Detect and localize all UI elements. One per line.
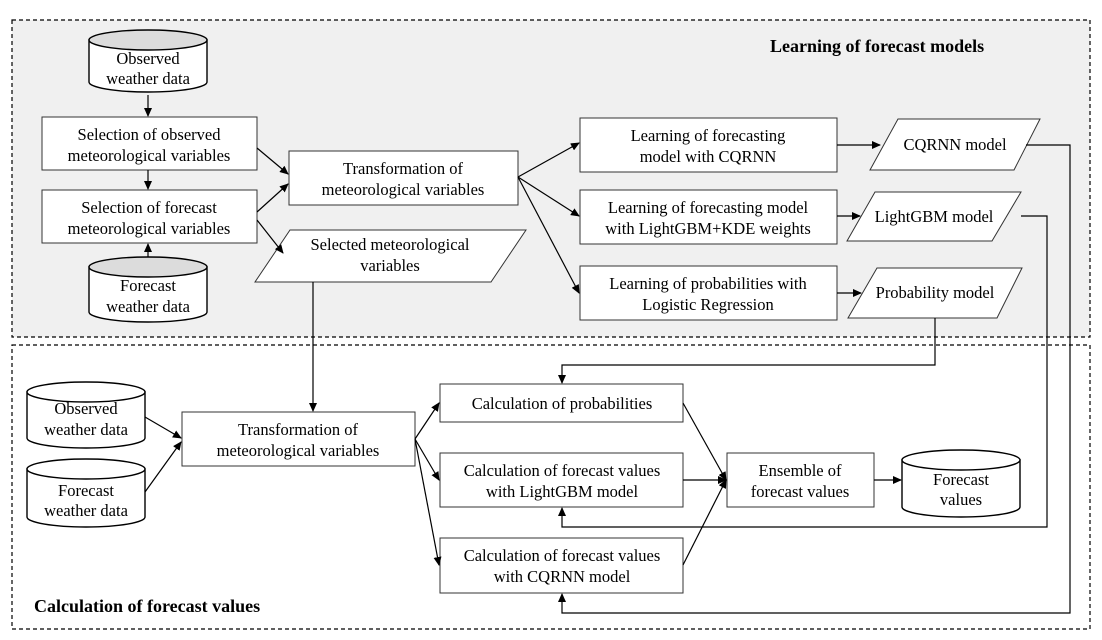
probability-model-data: Probability model	[847, 267, 1023, 319]
learn-probabilities-box: Learning of probabilities with Logistic …	[579, 265, 838, 321]
select-forecast-line2: meteorological variables	[68, 219, 231, 238]
arrow-prob-model-to-calc-prob	[558, 318, 936, 384]
lgbm-model-label: LightGBM model	[875, 207, 994, 226]
forecast-db-calc-line2: weather data	[44, 501, 128, 520]
observed-db-learning-line2: weather data	[106, 69, 190, 88]
arrow-calc-cqrnn-to-ensemble	[682, 479, 727, 566]
selected-variables-data: Selected meteorological variables	[254, 229, 527, 283]
arrow-calc-prob-to-ensemble	[682, 402, 727, 481]
transformation-box-calc: Transformation of meteorological variabl…	[181, 411, 416, 467]
arrow-transform-to-learn-cqrnn	[517, 142, 580, 178]
ensemble-box: Ensemble of forecast values	[726, 452, 875, 508]
learn-lightgbm-box: Learning of forecasting model with Light…	[579, 189, 838, 245]
arrow-sel-fc-to-selected-vars	[256, 219, 284, 254]
cqrnn-model-data: CQRNN model	[869, 118, 1041, 171]
calc-probabilities-box: Calculation of probabilities	[439, 383, 684, 423]
learn-cqrnn-line1: Learning of forecasting	[631, 126, 786, 145]
forecast-db-learning-line2: weather data	[106, 297, 190, 316]
learn-prob-line2: Logistic Regression	[642, 295, 774, 314]
select-forecast-variables-box: Selection of forecast meteorological var…	[41, 189, 258, 244]
forecast-db-learning-line1: Forecast	[120, 276, 176, 295]
prob-model-label: Probability model	[876, 283, 995, 302]
transform-calc-line1: Transformation of	[238, 420, 358, 439]
forecast-weather-database-calc: Forecast weather data	[26, 458, 146, 528]
arrow-transform-to-learn-prob	[517, 176, 580, 294]
learning-section-title: Learning of forecast models	[770, 36, 984, 56]
learn-prob-line1: Learning of probabilities with	[609, 274, 807, 293]
arrow-sel-fc-to-transform	[256, 183, 289, 213]
forecast-weather-database-learning: Forecast weather data	[88, 256, 208, 323]
forecast-values-line2: values	[940, 490, 982, 509]
arrow-cqrnn-model-to-calc-cqrnn	[558, 144, 1071, 614]
arrow-forecast-calc-to-transform	[144, 441, 182, 493]
select-observed-line2: meteorological variables	[68, 146, 231, 165]
arrow-transform-to-learn-lgbm	[517, 176, 580, 217]
arrow-transform-to-calc-lgbm	[414, 438, 440, 481]
learn-lgbm-line1: Learning of forecasting model	[608, 198, 809, 217]
observed-db-calc-line2: weather data	[44, 420, 128, 439]
calculation-section-title: Calculation of forecast values	[34, 596, 260, 616]
learn-lgbm-line2: with LightGBM+KDE weights	[605, 219, 810, 238]
observed-weather-database-learning: Observed weather data	[88, 29, 208, 93]
select-observed-line1: Selection of observed	[78, 125, 222, 144]
calc-cqrnn-line1: Calculation of forecast values	[464, 546, 661, 565]
transform-learning-line2: meteorological variables	[322, 180, 485, 199]
calc-lgbm-line1: Calculation of forecast values	[464, 461, 661, 480]
calc-prob-label: Calculation of probabilities	[472, 394, 653, 413]
calc-lgbm-line2: with LightGBM model	[486, 482, 639, 501]
transform-calc-line2: meteorological variables	[217, 441, 380, 460]
forecast-values-database: Forecast values	[901, 449, 1021, 518]
lightgbm-model-data: LightGBM model	[846, 191, 1022, 242]
selected-vars-line2: variables	[360, 256, 420, 275]
learn-cqrnn-line2: model with CQRNN	[640, 147, 777, 166]
arrow-lgbm-model-to-calc-lgbm	[558, 215, 1048, 528]
ensemble-line2: forecast values	[751, 482, 850, 501]
connector-arrows	[144, 95, 1071, 614]
observed-db-calc-line1: Observed	[54, 399, 118, 418]
calc-cqrnn-box: Calculation of forecast values with CQRN…	[439, 537, 684, 594]
forecast-db-calc-line1: Forecast	[58, 481, 114, 500]
select-observed-variables-box: Selection of observed meteorological var…	[41, 116, 258, 171]
observed-weather-database-calc: Observed weather data	[26, 381, 146, 449]
cqrnn-model-label: CQRNN model	[903, 135, 1007, 154]
arrow-transform-to-calc-prob	[414, 402, 440, 440]
observed-db-learning-line1: Observed	[116, 49, 180, 68]
transformation-box-learning: Transformation of meteorological variabl…	[288, 150, 519, 206]
ensemble-line1: Ensemble of	[759, 461, 842, 480]
calc-cqrnn-line2: with CQRNN model	[494, 567, 631, 586]
arrow-transform-to-calc-cqrnn	[414, 438, 442, 566]
transform-learning-line1: Transformation of	[343, 159, 463, 178]
select-forecast-line1: Selection of forecast	[81, 198, 217, 217]
forecast-values-line1: Forecast	[933, 470, 989, 489]
arrow-sel-obs-to-transform	[256, 147, 289, 175]
selected-vars-line1: Selected meteorological	[311, 235, 470, 254]
calc-lightgbm-box: Calculation of forecast values with Ligh…	[439, 452, 684, 508]
learn-cqrnn-box: Learning of forecasting model with CQRNN	[579, 117, 838, 173]
arrow-observed-calc-to-transform	[144, 416, 182, 439]
